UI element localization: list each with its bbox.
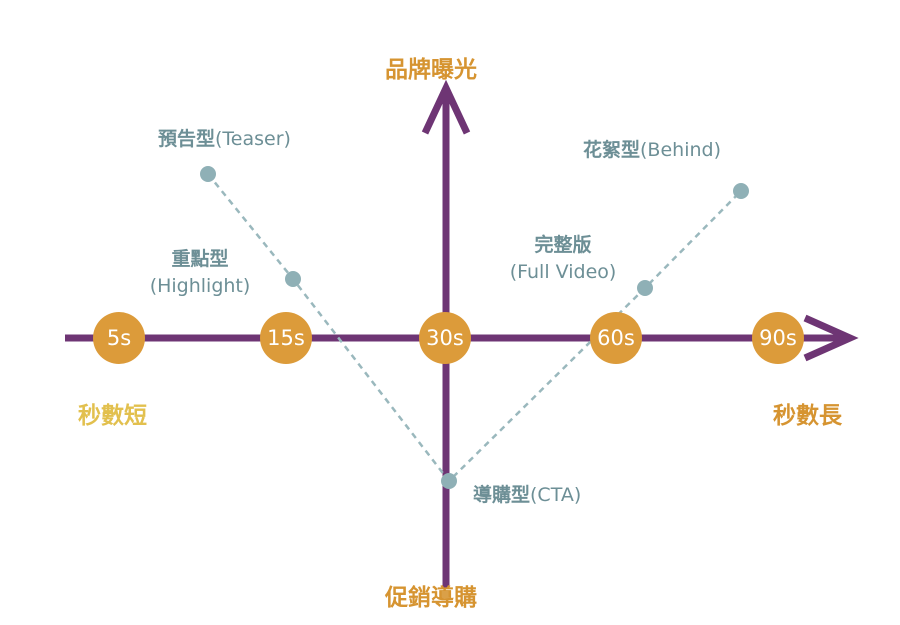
duration-marker-30s: 30s — [419, 312, 471, 364]
axis-label-left: 秒數短 — [78, 403, 147, 429]
type-label-teaser: 預告型(Teaser) — [158, 124, 291, 151]
duration-marker-90s: 90s — [752, 312, 804, 364]
purpose-axis-arrowhead — [421, 79, 471, 135]
type-name: 花絮型 — [583, 139, 641, 161]
type-name: 預告型 — [158, 128, 216, 150]
type-sub: (Behind) — [640, 139, 721, 161]
type-name: 重點型 — [171, 248, 229, 270]
type-point-full-video — [637, 280, 653, 296]
duration-marker-15s: 15s — [260, 312, 312, 364]
duration-marker-60s: 60s — [590, 312, 642, 364]
type-sub: (Highlight) — [149, 275, 251, 297]
duration-marker-5s: 5s — [93, 312, 145, 364]
type-name: 導購型 — [473, 484, 531, 506]
axis-label-bottom: 促銷導購 — [385, 585, 477, 611]
type-point-teaser — [200, 166, 216, 182]
type-point-behind — [733, 183, 749, 199]
type-sub: (CTA) — [530, 484, 582, 506]
type-label-full-video: 完整版 (Full Video) — [499, 230, 627, 283]
axis-label-top: 品牌曝光 — [385, 57, 477, 83]
axis-label-right: 秒數長 — [773, 403, 842, 429]
type-point-cta — [441, 473, 457, 489]
type-name: 完整版 — [534, 234, 592, 256]
duration-axis-arrowhead — [803, 314, 859, 362]
type-sub: (Full Video) — [509, 261, 617, 283]
type-label-highlight: 重點型 (Highlight) — [142, 244, 258, 297]
type-label-behind: 花絮型(Behind) — [583, 135, 721, 162]
type-sub: (Teaser) — [215, 128, 291, 150]
type-label-cta: 導購型(CTA) — [473, 480, 581, 507]
type-point-highlight — [285, 271, 301, 287]
